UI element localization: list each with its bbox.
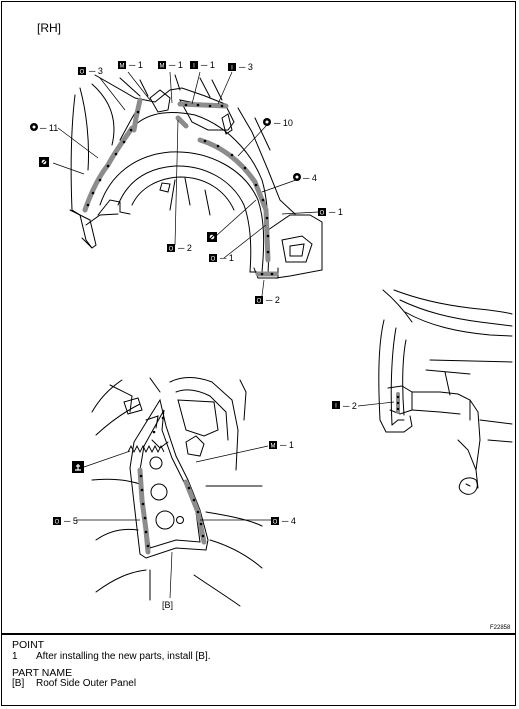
part-name-text: Roof Side Outer Panel: [36, 678, 137, 689]
svg-text:O: O: [55, 520, 60, 526]
section-divider: [2, 633, 516, 635]
svg-text:─ 3: ─ 3: [88, 66, 103, 76]
svg-text:M: M: [271, 444, 276, 450]
svg-text:─ 1: ─ 1: [219, 253, 234, 263]
svg-text:O: O: [211, 257, 216, 263]
svg-text:─ 2: ─ 2: [265, 295, 280, 305]
svg-text:─ 11: ─ 11: [39, 123, 58, 133]
top-leader-lines: [52, 71, 319, 297]
callout-o5: O ─ 5: [53, 516, 78, 526]
callout-o4: ─ 4: [293, 173, 317, 183]
callout-o1-a: O ─ 1: [318, 207, 343, 217]
spot-weld-symbol-left: [39, 157, 49, 167]
callout-i2: I ─ 2: [332, 401, 395, 411]
callout-o11: ─ 11: [30, 123, 58, 133]
svg-text:─ 10: ─ 10: [273, 118, 293, 128]
callout-m1-c: M ─ 1: [269, 440, 294, 450]
top-callouts: O ─ 3 M ─ 1 M ─ 1 I ─ 1 I ─ 3 ─ 11: [30, 60, 343, 305]
callout-o4-b: O ─ 4: [271, 516, 296, 526]
bottom-view-panel: [91, 377, 263, 607]
svg-text:─ 1: ─ 1: [328, 207, 343, 217]
svg-text:─ 3: ─ 3: [238, 62, 253, 72]
callout-m1-b: M ─ 1: [158, 60, 183, 70]
svg-text:─ 1: ─ 1: [279, 440, 294, 450]
callout-o1-b: O ─ 1: [209, 253, 234, 263]
side-label: [RH]: [37, 21, 61, 35]
repair-diagram: O ─ 3 M ─ 1 M ─ 1 I ─ 1 I ─ 3 ─ 11: [30, 60, 513, 610]
svg-text:─ 1: ─ 1: [128, 60, 143, 70]
svg-text:O: O: [169, 247, 174, 253]
callout-o3: O ─ 3: [78, 66, 103, 76]
right-weld-dots: [396, 395, 400, 411]
svg-text:─ 2: ─ 2: [177, 243, 192, 253]
callout-o2-b: O ─ 2: [255, 295, 280, 305]
callout-b: [B]: [162, 600, 173, 610]
callout-o2-a: O ─ 2: [167, 243, 192, 253]
bottom-leader-lines: [76, 445, 272, 599]
callout-i3: I ─ 3: [228, 62, 253, 72]
right-view-panel: [378, 289, 513, 495]
part-code: [B]: [12, 678, 25, 689]
svg-text:─ 1: ─ 1: [200, 60, 215, 70]
top-weld-dots: [86, 103, 274, 276]
bottom-sealer: [137, 467, 207, 555]
figure-code: F22858: [490, 625, 511, 631]
svg-text:M: M: [160, 64, 165, 70]
svg-text:M: M: [120, 64, 125, 70]
svg-text:I: I: [193, 64, 195, 70]
svg-text:O: O: [80, 70, 85, 76]
svg-text:[B]: [B]: [162, 600, 173, 610]
brazing-line: [127, 444, 165, 454]
svg-text:I: I: [335, 404, 337, 410]
svg-text:─ 1: ─ 1: [168, 60, 183, 70]
point-text: After installing the new parts, install …: [36, 651, 211, 662]
point-heading: POINT: [12, 639, 45, 651]
callout-m1-a: M ─ 1: [118, 60, 143, 70]
spot-weld-symbol-right: [207, 232, 217, 242]
svg-text:I: I: [231, 66, 233, 72]
callout-o10: ─ 10: [263, 118, 293, 128]
svg-text:O: O: [320, 211, 325, 217]
point-number: 1: [12, 651, 18, 662]
bottom-weld-dots: [139, 416, 205, 548]
callout-i1: I ─ 1: [190, 60, 215, 70]
svg-text:─ 2: ─ 2: [342, 401, 357, 411]
svg-text:─ 4: ─ 4: [302, 173, 317, 183]
brazing-symbol: [72, 461, 84, 473]
svg-text:O: O: [257, 299, 262, 305]
svg-text:─ 4: ─ 4: [281, 516, 296, 526]
svg-text:─ 5: ─ 5: [63, 516, 78, 526]
svg-text:O: O: [273, 520, 278, 526]
part-name-heading: PART NAME: [12, 667, 73, 679]
